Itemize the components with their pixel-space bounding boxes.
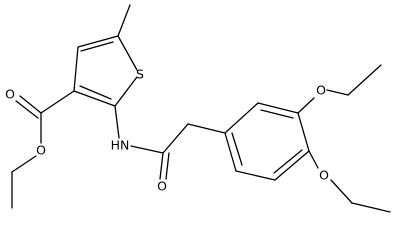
ethyl-ester-group	[11, 90, 75, 209]
bond-co-o-double-a	[159, 152, 164, 180]
sulfur-label: S	[136, 67, 144, 82]
bond-o-ch2-3	[326, 89, 349, 96]
ethoxy3-oxygen-label: O	[316, 83, 326, 98]
bond-b3-o	[297, 97, 315, 114]
bond-b1-b2	[224, 102, 259, 134]
bond-o-ch2-4	[330, 179, 353, 204]
amide-carbonyl-oxygen-label: O	[157, 179, 167, 194]
bond-c2-s	[114, 76, 138, 107]
bond-c2-n	[114, 105, 120, 139]
bond-c3-c2-double	[79, 85, 112, 100]
ester-carbonyl-oxygen-label: O	[5, 87, 15, 102]
bond-b5-b6	[235, 170, 276, 181]
bond-ester-c-o-double-a	[19, 95, 42, 114]
bond-n-co	[130, 145, 164, 154]
bond-b4-b5	[274, 150, 310, 181]
amide-nh-label: HN	[111, 138, 130, 153]
bond-c5-c4	[77, 35, 119, 48]
bond-b4-b5-double	[273, 149, 303, 174]
bond-c4-c3	[73, 46, 79, 92]
bond-c3-ester-c	[40, 90, 75, 114]
structure-diagram: S HN O O O O O	[5, 4, 391, 213]
ethoxy-group-3	[297, 64, 382, 114]
bond-ester-c-o-double-b	[15, 100, 39, 119]
ethoxy-group-4	[308, 150, 391, 213]
molecule-canvas: S HN O O O O O	[5, 4, 391, 213]
bond-b3-b4	[297, 112, 310, 152]
bond-b6-b1-double	[231, 132, 243, 166]
bond-ch2-aryl	[187, 123, 226, 134]
bond-s-c5	[117, 35, 138, 71]
benzene-ring	[224, 102, 310, 181]
bond-b2-b3-double	[260, 109, 294, 119]
bond-co-ch2	[162, 123, 189, 154]
bond-c5-c4-double	[80, 41, 114, 52]
amide-linkage	[114, 105, 226, 180]
bond-methyl	[117, 4, 131, 37]
bond-c3-c2	[73, 90, 116, 107]
bond-b2-b3	[257, 102, 299, 114]
bond-b4-o	[308, 150, 319, 169]
ester-ether-oxygen-label: O	[36, 143, 46, 158]
bond-ester-o-ch2	[11, 155, 37, 173]
bond-ch2-ch3-4	[351, 202, 391, 213]
bond-co-o-double-b	[165, 152, 170, 180]
ethoxy4-oxygen-label: O	[319, 168, 329, 183]
thiophene-ring	[73, 35, 138, 107]
bond-b6-b1	[224, 132, 237, 172]
bond-ch2-ch3-3	[347, 64, 382, 96]
